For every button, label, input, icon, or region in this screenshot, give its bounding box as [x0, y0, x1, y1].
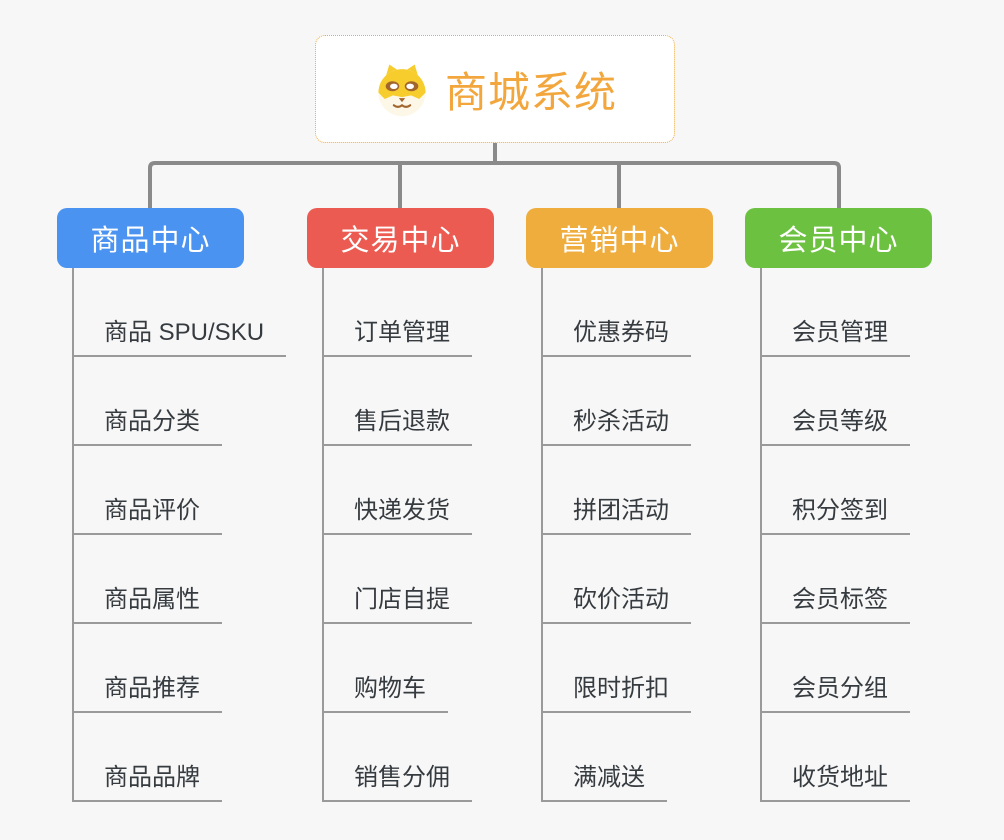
- leaf-node[interactable]: 商品品牌: [72, 763, 222, 802]
- root-title: 商城系统: [444, 68, 617, 116]
- leaf-node[interactable]: 会员管理: [760, 318, 910, 357]
- leaf-node[interactable]: 满减送: [541, 763, 667, 802]
- root-node-mall-system[interactable]: 商城系统: [315, 35, 675, 143]
- leaf-node[interactable]: 砍价活动: [541, 585, 691, 624]
- leaf-node[interactable]: 积分签到: [760, 496, 910, 535]
- leaf-node[interactable]: 售后退款: [322, 407, 472, 446]
- branch-label: 商品中心: [90, 225, 211, 257]
- leaf-node[interactable]: 会员标签: [760, 585, 910, 624]
- leaf-node[interactable]: 会员分组: [760, 674, 910, 713]
- leaf-node[interactable]: 会员等级: [760, 407, 910, 446]
- leaf-node[interactable]: 购物车: [322, 674, 448, 713]
- leaf-node[interactable]: 商品分类: [72, 407, 222, 446]
- branch-node-trade-center[interactable]: 交易中心: [307, 208, 494, 268]
- leaf-node[interactable]: 商品评价: [72, 496, 222, 535]
- branch-label: 会员中心: [778, 225, 899, 257]
- branch-label: 交易中心: [340, 225, 461, 257]
- shiba-dog-icon: [378, 64, 426, 117]
- leaf-node[interactable]: 订单管理: [322, 318, 472, 357]
- branch-node-product-center[interactable]: 商品中心: [57, 208, 244, 268]
- leaf-node[interactable]: 限时折扣: [541, 674, 691, 713]
- leaf-node[interactable]: 快递发货: [322, 496, 472, 535]
- leaf-node[interactable]: 收货地址: [760, 763, 910, 802]
- leaf-node[interactable]: 销售分佣: [322, 763, 472, 802]
- bus-line: [148, 161, 841, 209]
- leaf-node[interactable]: 优惠券码: [541, 318, 691, 357]
- leaf-node[interactable]: 商品 SPU/SKU: [72, 318, 287, 357]
- leaf-node[interactable]: 商品属性: [72, 585, 222, 624]
- branch-node-member-center[interactable]: 会员中心: [745, 208, 932, 268]
- branch-label: 营销中心: [559, 225, 680, 257]
- leaf-node[interactable]: 门店自提: [322, 585, 472, 624]
- branch-node-marketing-center[interactable]: 营销中心: [526, 208, 713, 268]
- leaf-node[interactable]: 商品推荐: [72, 674, 222, 713]
- leaf-node[interactable]: 秒杀活动: [541, 407, 691, 446]
- leaf-node[interactable]: 拼团活动: [541, 496, 691, 535]
